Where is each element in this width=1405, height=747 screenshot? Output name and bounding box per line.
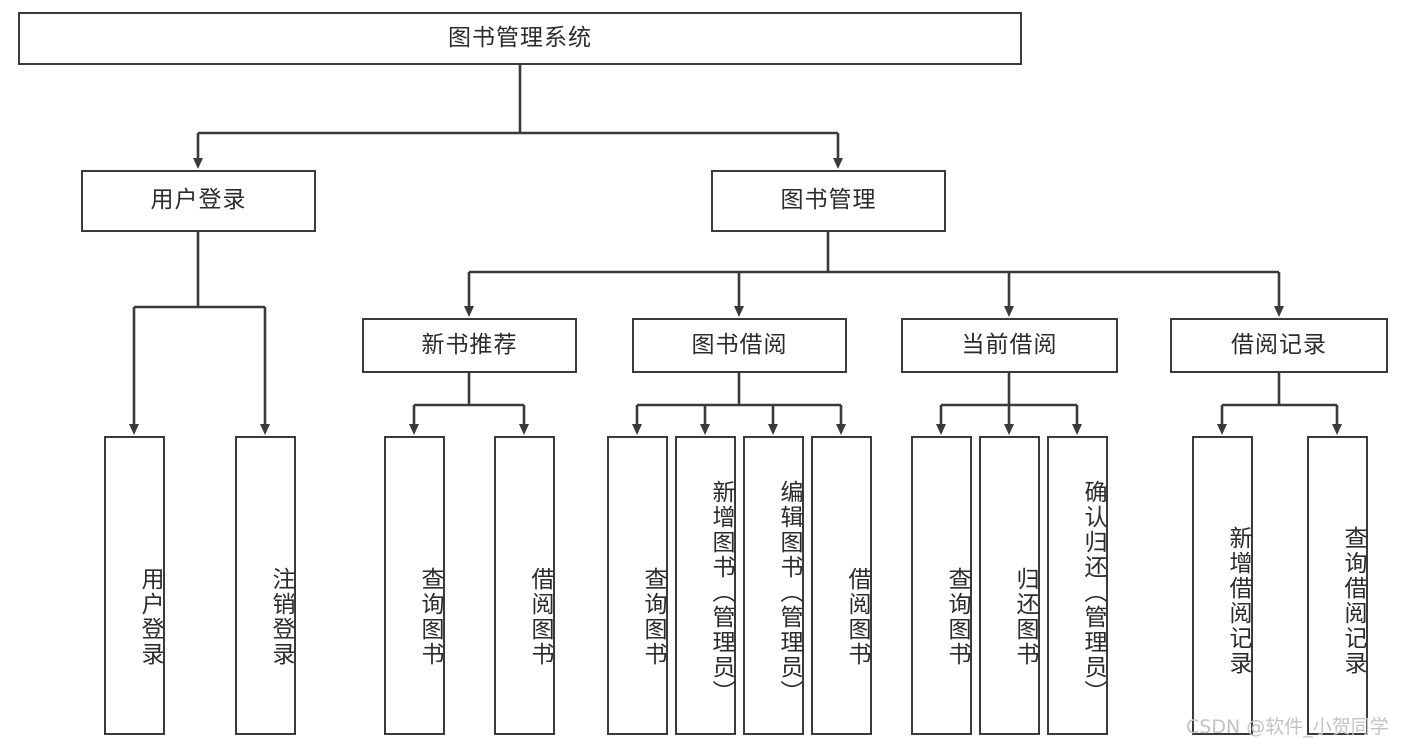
leaf-borrow-query-book[interactable]: 查询图书 xyxy=(607,436,668,735)
leaf-recommend-query-book[interactable]: 查询图书 xyxy=(384,436,445,735)
node-current-borrow[interactable]: 当前借阅 xyxy=(901,318,1118,373)
node-user-login[interactable]: 用户登录 xyxy=(81,170,316,232)
leaf-borrow-borrow-book[interactable]: 借阅图书 xyxy=(811,436,872,735)
node-book-management[interactable]: 图书管理 xyxy=(711,170,946,232)
node-new-book-recommend[interactable]: 新书推荐 xyxy=(362,318,577,373)
leaf-user-login-signin[interactable]: 用户登录 xyxy=(104,436,165,735)
leaf-borrow-edit-book-admin[interactable]: 编辑图书（管理员） xyxy=(743,436,804,735)
leaf-current-confirm-return-admin[interactable]: 确认归还（管理员） xyxy=(1047,436,1108,735)
leaf-record-add-record[interactable]: 新增借阅记录 xyxy=(1192,436,1253,735)
node-borrow-record[interactable]: 借阅记录 xyxy=(1170,318,1388,373)
csdn-watermark: CSDN @软件_小贺同学 xyxy=(1186,716,1389,738)
leaf-current-query-book[interactable]: 查询图书 xyxy=(911,436,972,735)
leaf-borrow-add-book-admin[interactable]: 新增图书（管理员） xyxy=(675,436,736,735)
node-root-system[interactable]: 图书管理系统 xyxy=(18,12,1022,65)
leaf-user-login-logout[interactable]: 注销登录 xyxy=(235,436,296,735)
node-book-borrow[interactable]: 图书借阅 xyxy=(632,318,847,373)
leaf-record-query-record[interactable]: 查询借阅记录 xyxy=(1307,436,1368,735)
leaf-current-return-book[interactable]: 归还图书 xyxy=(979,436,1040,735)
leaf-recommend-borrow-book[interactable]: 借阅图书 xyxy=(494,436,555,735)
